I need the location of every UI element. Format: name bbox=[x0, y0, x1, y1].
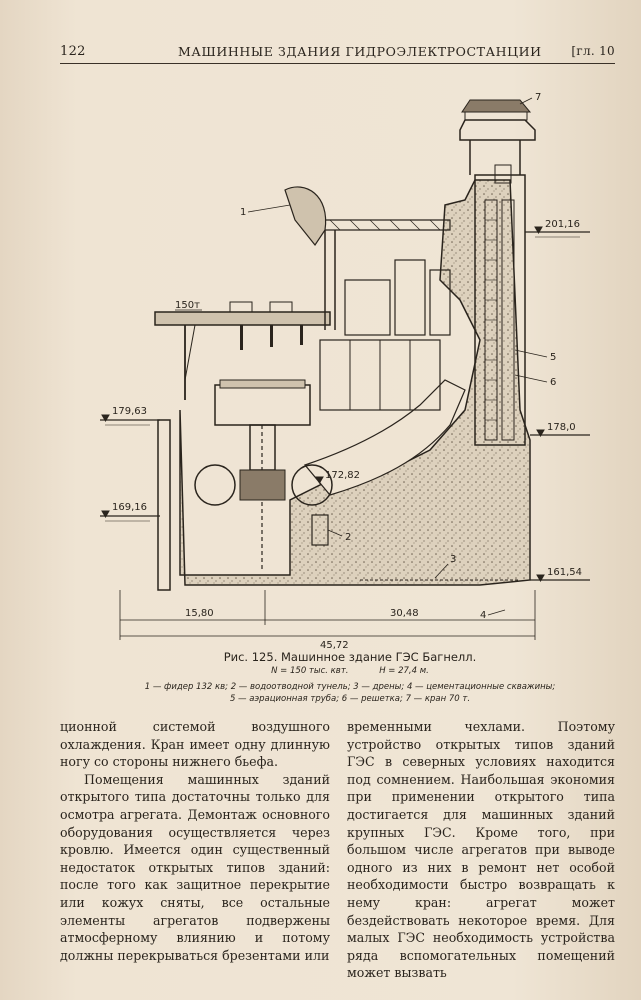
figure-caption: Рис. 125. Машинное здание ГЭС Багнелл. N… bbox=[95, 650, 605, 705]
callout-1: 1 bbox=[240, 207, 246, 218]
paragraph: ционной системой воздушного охлаждения. … bbox=[60, 719, 330, 770]
dim-15-80: 15,80 bbox=[185, 608, 214, 619]
callout-6: 6 bbox=[550, 377, 556, 388]
level-161-54: 161,54 bbox=[547, 567, 582, 578]
main-crane-150t bbox=[154, 311, 331, 326]
dim-45-72: 45,72 bbox=[320, 640, 349, 650]
draft-tube bbox=[303, 379, 466, 496]
text-column-left: ционной системой воздушного охлаждения. … bbox=[60, 718, 330, 964]
level-178-0: 178,0 bbox=[547, 422, 576, 433]
callout-5: 5 bbox=[550, 352, 556, 363]
caption-title: Рис. 125. Машинное здание ГЭС Багнелл. bbox=[223, 650, 477, 664]
callout-4: 4 bbox=[480, 610, 486, 621]
header-rule bbox=[60, 63, 615, 64]
running-header: 122 МАШИННЫЕ ЗДАНИЯ ГИДРОЭЛЕКТРОСТАНЦИИ … bbox=[60, 44, 615, 62]
legend-line-2: 5 — аэрационная труба; 6 — решетка; 7 — … bbox=[229, 694, 471, 704]
page-number: 122 bbox=[60, 44, 86, 59]
turbine-scroll-case bbox=[194, 464, 236, 506]
param-power: N = 150 тыс. квт. bbox=[271, 666, 349, 676]
dim-30-48: 30,48 bbox=[390, 608, 419, 619]
transformer bbox=[344, 279, 391, 336]
generator bbox=[214, 384, 311, 426]
callout-3: 3 bbox=[450, 554, 456, 565]
legend-line-1: 1 — фидер 132 кв; 2 — водоотводной тунел… bbox=[144, 682, 556, 692]
gantry-crane-70t bbox=[459, 119, 536, 141]
concrete-foundation bbox=[179, 179, 531, 586]
callout-7: 7 bbox=[535, 92, 541, 103]
crane-capacity-label: 150т bbox=[175, 300, 200, 311]
running-title: МАШИННЫЕ ЗДАНИЯ ГИДРОЭЛЕКТРОСТАНЦИИ bbox=[178, 44, 542, 59]
param-head: H = 27,4 м. bbox=[379, 666, 429, 676]
paragraph: Помещения машинных зданий открытого типа… bbox=[60, 771, 330, 963]
tailrace-wall bbox=[157, 419, 171, 591]
level-201-16: 201,16 bbox=[545, 219, 580, 230]
caption-params: N = 150 тыс. квт. H = 27,4 м. bbox=[95, 666, 605, 676]
level-172-82: 172,82 bbox=[325, 470, 360, 481]
gate-tower bbox=[474, 174, 526, 446]
chapter-marker: [гл. 10 bbox=[571, 44, 615, 58]
section-svg: 201,16 179,63 178,0 172,82 169,16 161,54… bbox=[100, 92, 590, 651]
powerhouse-section-drawing: 201,16 179,63 178,0 172,82 169,16 161,54… bbox=[90, 80, 610, 651]
level-169-16: 169,16 bbox=[112, 502, 147, 513]
paragraph: временными чехлами. Поэтому устройство о… bbox=[347, 719, 615, 981]
level-179-63: 179,63 bbox=[112, 406, 147, 417]
text-column-right: временными чехлами. Поэтому устройство о… bbox=[347, 718, 615, 982]
caption-legend: 1 — фидер 132 кв; 2 — водоотводной тунел… bbox=[95, 681, 605, 705]
callout-2: 2 bbox=[345, 532, 351, 543]
